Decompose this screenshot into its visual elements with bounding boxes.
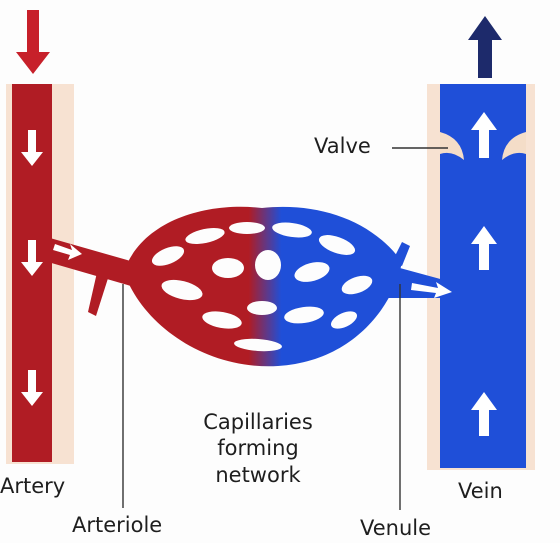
down-arrow-icon: [21, 370, 43, 406]
capillary-gap: [255, 250, 281, 280]
capillary-gap: [161, 279, 203, 301]
capillary-gap: [318, 235, 356, 255]
capillary-gap: [212, 258, 244, 278]
up-arrow-icon: [471, 392, 497, 436]
capillary-gap: [185, 227, 225, 245]
arteriole-label: Arteriole: [72, 513, 163, 537]
capillary-network: [128, 206, 402, 367]
capillary-gap: [341, 275, 373, 295]
arteriole-twig: [88, 268, 110, 316]
capillaries-label-line-3: network: [215, 462, 301, 487]
valve-icon: [440, 132, 526, 160]
up-arrow-icon: [471, 112, 497, 158]
venule-flow-arrow-icon: [411, 282, 452, 298]
capillary-gap: [272, 222, 312, 238]
capillary-gap: [294, 262, 330, 282]
capillary-gap: [229, 222, 265, 234]
capillary-gap: [202, 311, 242, 329]
capillary-gap: [330, 311, 358, 329]
capillary-gap: [151, 246, 185, 266]
venule-label: Venule: [360, 516, 432, 540]
artery-flow-arrows: [21, 130, 43, 406]
capillary-gaps: [151, 222, 373, 352]
capillary-gap: [234, 338, 282, 352]
arteriole-flow-arrow-icon: [53, 244, 82, 260]
capillary-gap: [284, 306, 324, 324]
up-arrow-icon: [471, 226, 497, 270]
vein-outflow-arrow-icon: [468, 16, 502, 78]
artery-vessel: [6, 84, 74, 464]
artery-label: Artery: [0, 474, 66, 498]
down-arrow-icon: [21, 130, 43, 166]
capillary-gap: [247, 301, 277, 315]
capillaries-label: Capillaries forming network: [186, 409, 330, 488]
vein-label: Vein: [458, 479, 503, 503]
down-arrow-icon: [21, 240, 43, 276]
valve-left-flap: [440, 132, 464, 160]
valve-right-flap: [502, 132, 526, 160]
capillaries-label-line-1: Capillaries: [203, 410, 313, 434]
capillaries-label-line-2: forming: [217, 436, 299, 461]
vein-flow-arrows: [471, 112, 497, 436]
leader-lines: [122, 147, 448, 510]
valve-label: Valve: [314, 134, 371, 158]
artery-inflow-arrow-icon: [16, 10, 50, 74]
